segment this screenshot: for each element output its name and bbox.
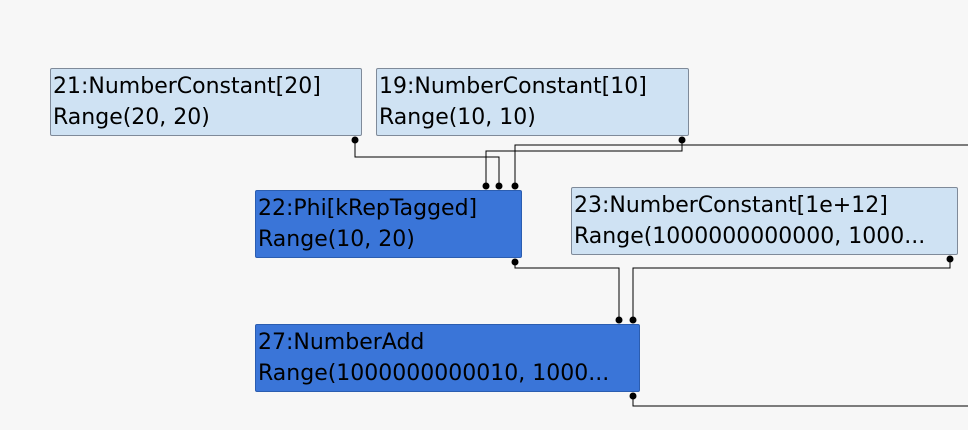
node-title: 27:NumberAdd [258,330,425,355]
input-port-22-c [511,182,519,190]
node-range: Range(10, 20) [258,227,415,252]
node-range: Range(20, 20) [53,105,210,130]
node-27-number-add[interactable]: 27:NumberAdd Range(1000000000010, 1000..… [255,324,640,392]
input-port-22-b [495,182,503,190]
node-22-phi[interactable]: 22:Phi[kRepTagged] Range(10, 20) [255,190,522,258]
node-range: Range(1000000000010, 1000... [258,361,610,386]
output-port-23 [946,255,954,263]
output-port-27 [629,392,637,400]
output-port-22 [511,258,519,266]
edge-19-to-22-b [514,140,683,186]
input-port-22-a [482,182,490,190]
node-19-number-constant[interactable]: 19:NumberConstant[10] Range(10, 10) [376,68,689,136]
node-23-number-constant[interactable]: 23:NumberConstant[1e+12] Range(100000000… [571,187,958,255]
node-title: 23:NumberConstant[1e+12] [574,193,888,218]
edge-21-to-22 [354,140,500,186]
input-port-27-a [615,316,623,324]
edge-23-to-27 [632,259,951,320]
node-21-number-constant[interactable]: 21:NumberConstant[20] Range(20, 20) [50,68,362,136]
node-range: Range(10, 10) [379,105,536,130]
node-range: Range(1000000000000, 1000... [574,224,926,249]
output-port-19 [678,136,686,144]
edge-22-to-27 [514,262,620,320]
output-port-21 [351,136,359,144]
node-title: 21:NumberConstant[20] [53,74,321,99]
edge-27-to-offscreen [632,396,968,407]
node-title: 19:NumberConstant[10] [379,74,647,99]
input-port-27-b [629,316,637,324]
node-title: 22:Phi[kRepTagged] [258,196,478,221]
